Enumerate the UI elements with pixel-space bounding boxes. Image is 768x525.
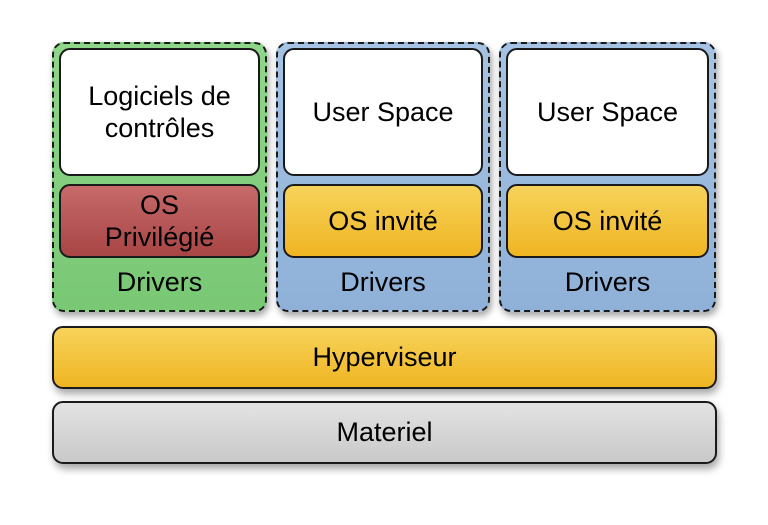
control-software-box: Logiciels de contrôles — [59, 48, 260, 176]
privileged-os-box: OS Privilégié — [59, 184, 260, 258]
hardware-layer: Materiel — [52, 401, 717, 464]
user-space-box-1: User Space — [283, 48, 483, 176]
drivers-label-guest-2: Drivers — [564, 266, 651, 297]
drivers-label-guest-1: Drivers — [340, 266, 426, 297]
guest-os-box-2: OS invité — [506, 184, 709, 258]
user-space-box-2: User Space — [506, 48, 709, 176]
hypervisor-layer: Hyperviseur — [52, 326, 717, 389]
drivers-label-privileged: Drivers — [116, 266, 203, 297]
guest-os-box-1: OS invité — [283, 184, 483, 258]
